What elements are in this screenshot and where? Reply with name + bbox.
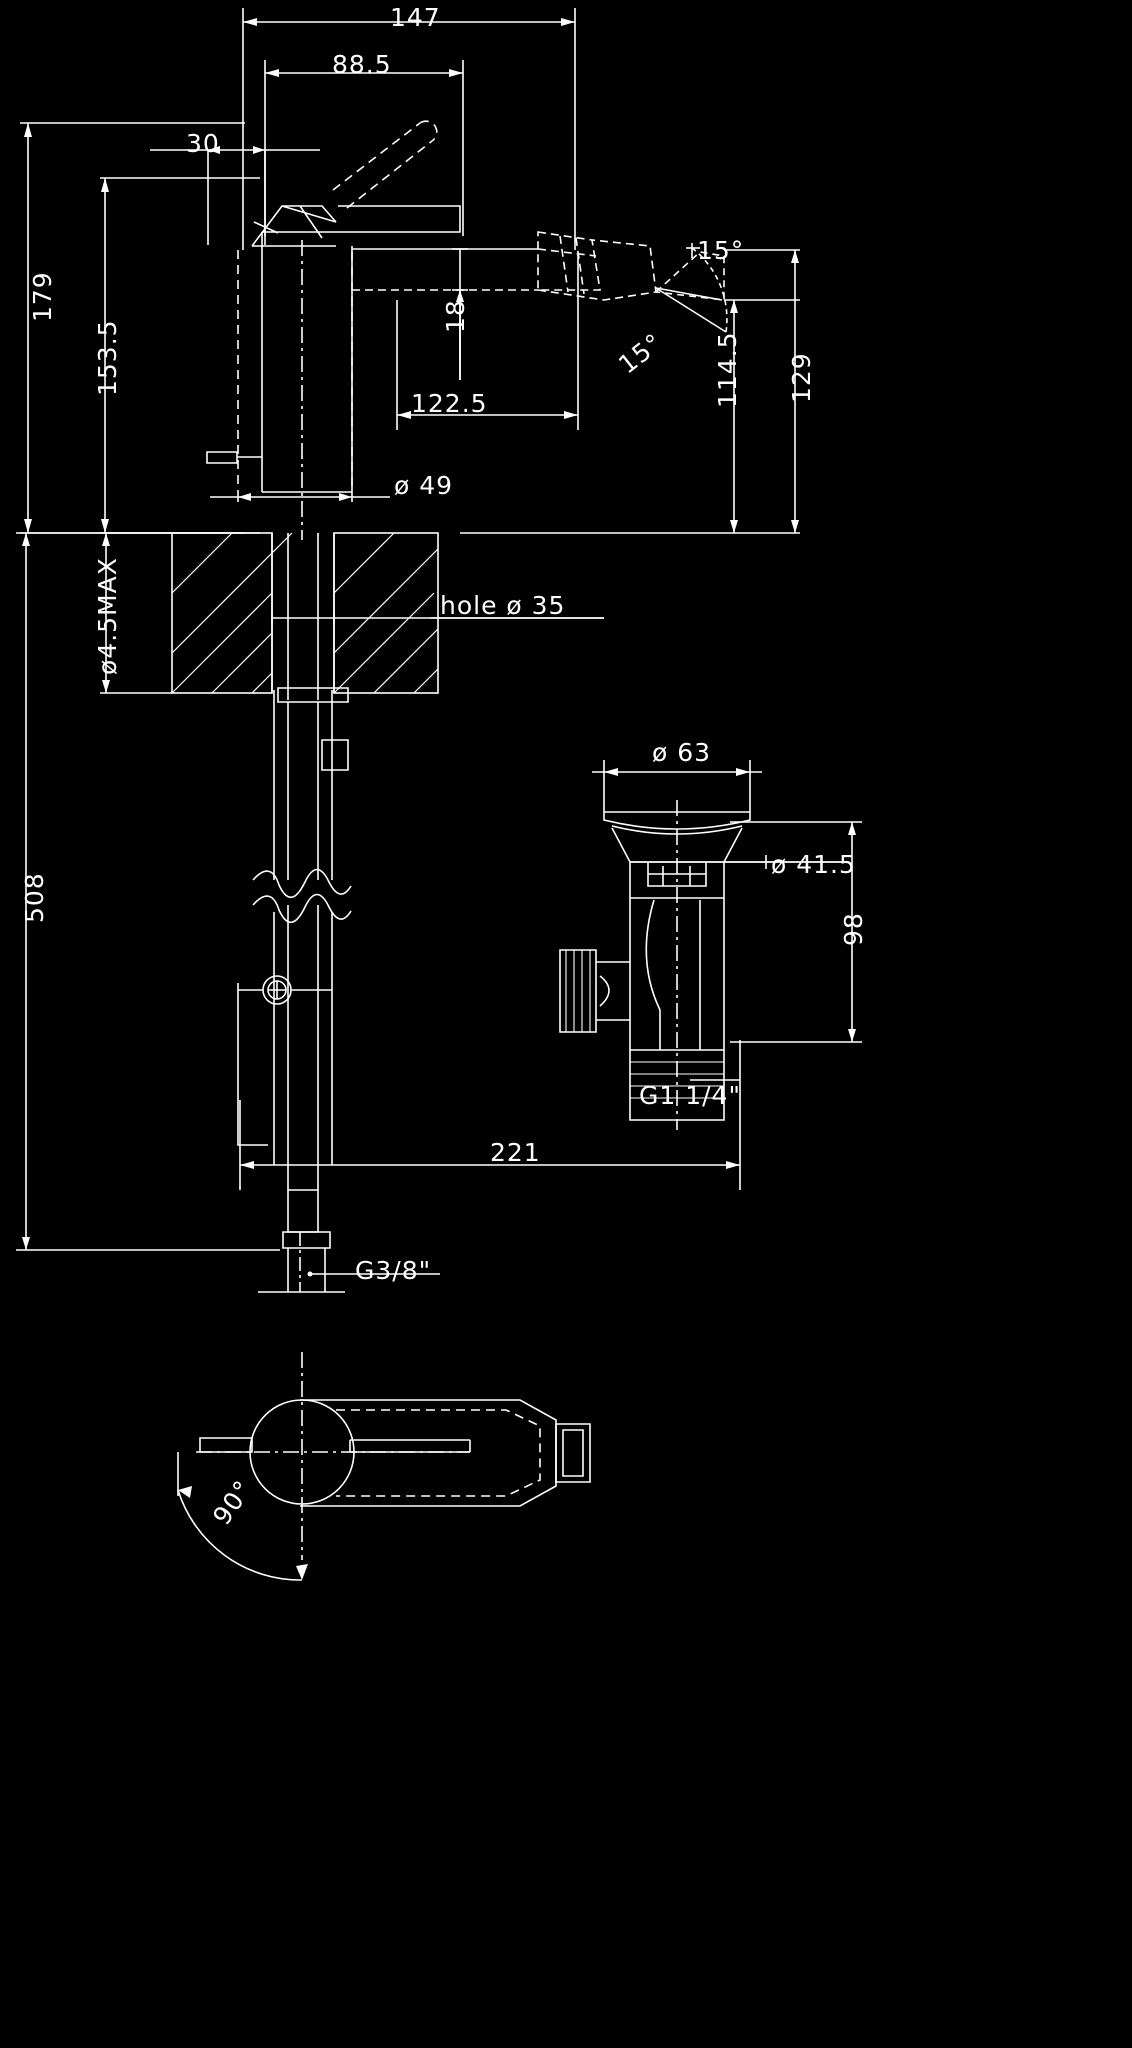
dim-179-group (20, 122, 245, 534)
dim-label-diameter-41-5: ø 41.5 (771, 850, 856, 879)
dim-221-group (239, 1040, 741, 1190)
dim-label-147: 147 (390, 3, 441, 32)
dim-o49-group (210, 492, 390, 502)
dim-1225-group (396, 254, 579, 430)
angle-label-15-upper: 15° (697, 236, 745, 265)
dim-label-thread-g1-1-4: G1 1/4" (639, 1081, 741, 1110)
pop-up-waste (559, 760, 862, 1130)
dim-label-508: 508 (20, 872, 49, 923)
dim-label-129: 129 (787, 352, 816, 403)
dim-label-30: 30 (186, 129, 220, 158)
dim-label-153-5: 153.5 (93, 319, 122, 396)
dim-right-group (460, 249, 800, 534)
dim-508-group (16, 532, 280, 1251)
dim-label-179: 179 (28, 271, 57, 322)
dim-30-group (150, 146, 320, 245)
dim-label-98: 98 (839, 912, 868, 946)
dim-147-group (242, 8, 576, 250)
dim-label-18: 18 (441, 299, 470, 333)
dim-label-hole-35: hole ø 35 (440, 591, 566, 620)
dim-label-122-5: 122.5 (411, 389, 488, 418)
leader-g38 (307, 1271, 440, 1277)
dim-o45max-group (100, 532, 172, 694)
dim-label-221: 221 (490, 1138, 541, 1167)
dim-1535-group (100, 177, 260, 534)
dim-label-thread-g3-8: G3/8" (355, 1256, 432, 1285)
faucet-elevation (206, 120, 728, 540)
plan-view (177, 1352, 591, 1581)
dim-18-group (452, 248, 468, 380)
dim-label-diameter-63: ø 63 (652, 738, 712, 767)
dim-label-diameter-4-5-max: ø4.5MAX (93, 557, 122, 675)
dim-label-88-5: 88.5 (332, 50, 392, 79)
flexible-hose (237, 690, 352, 1293)
counter-section (171, 532, 604, 771)
dim-label-diameter-49: ø 49 (394, 471, 454, 500)
dim-label-114-5: 114.5 (713, 331, 742, 408)
